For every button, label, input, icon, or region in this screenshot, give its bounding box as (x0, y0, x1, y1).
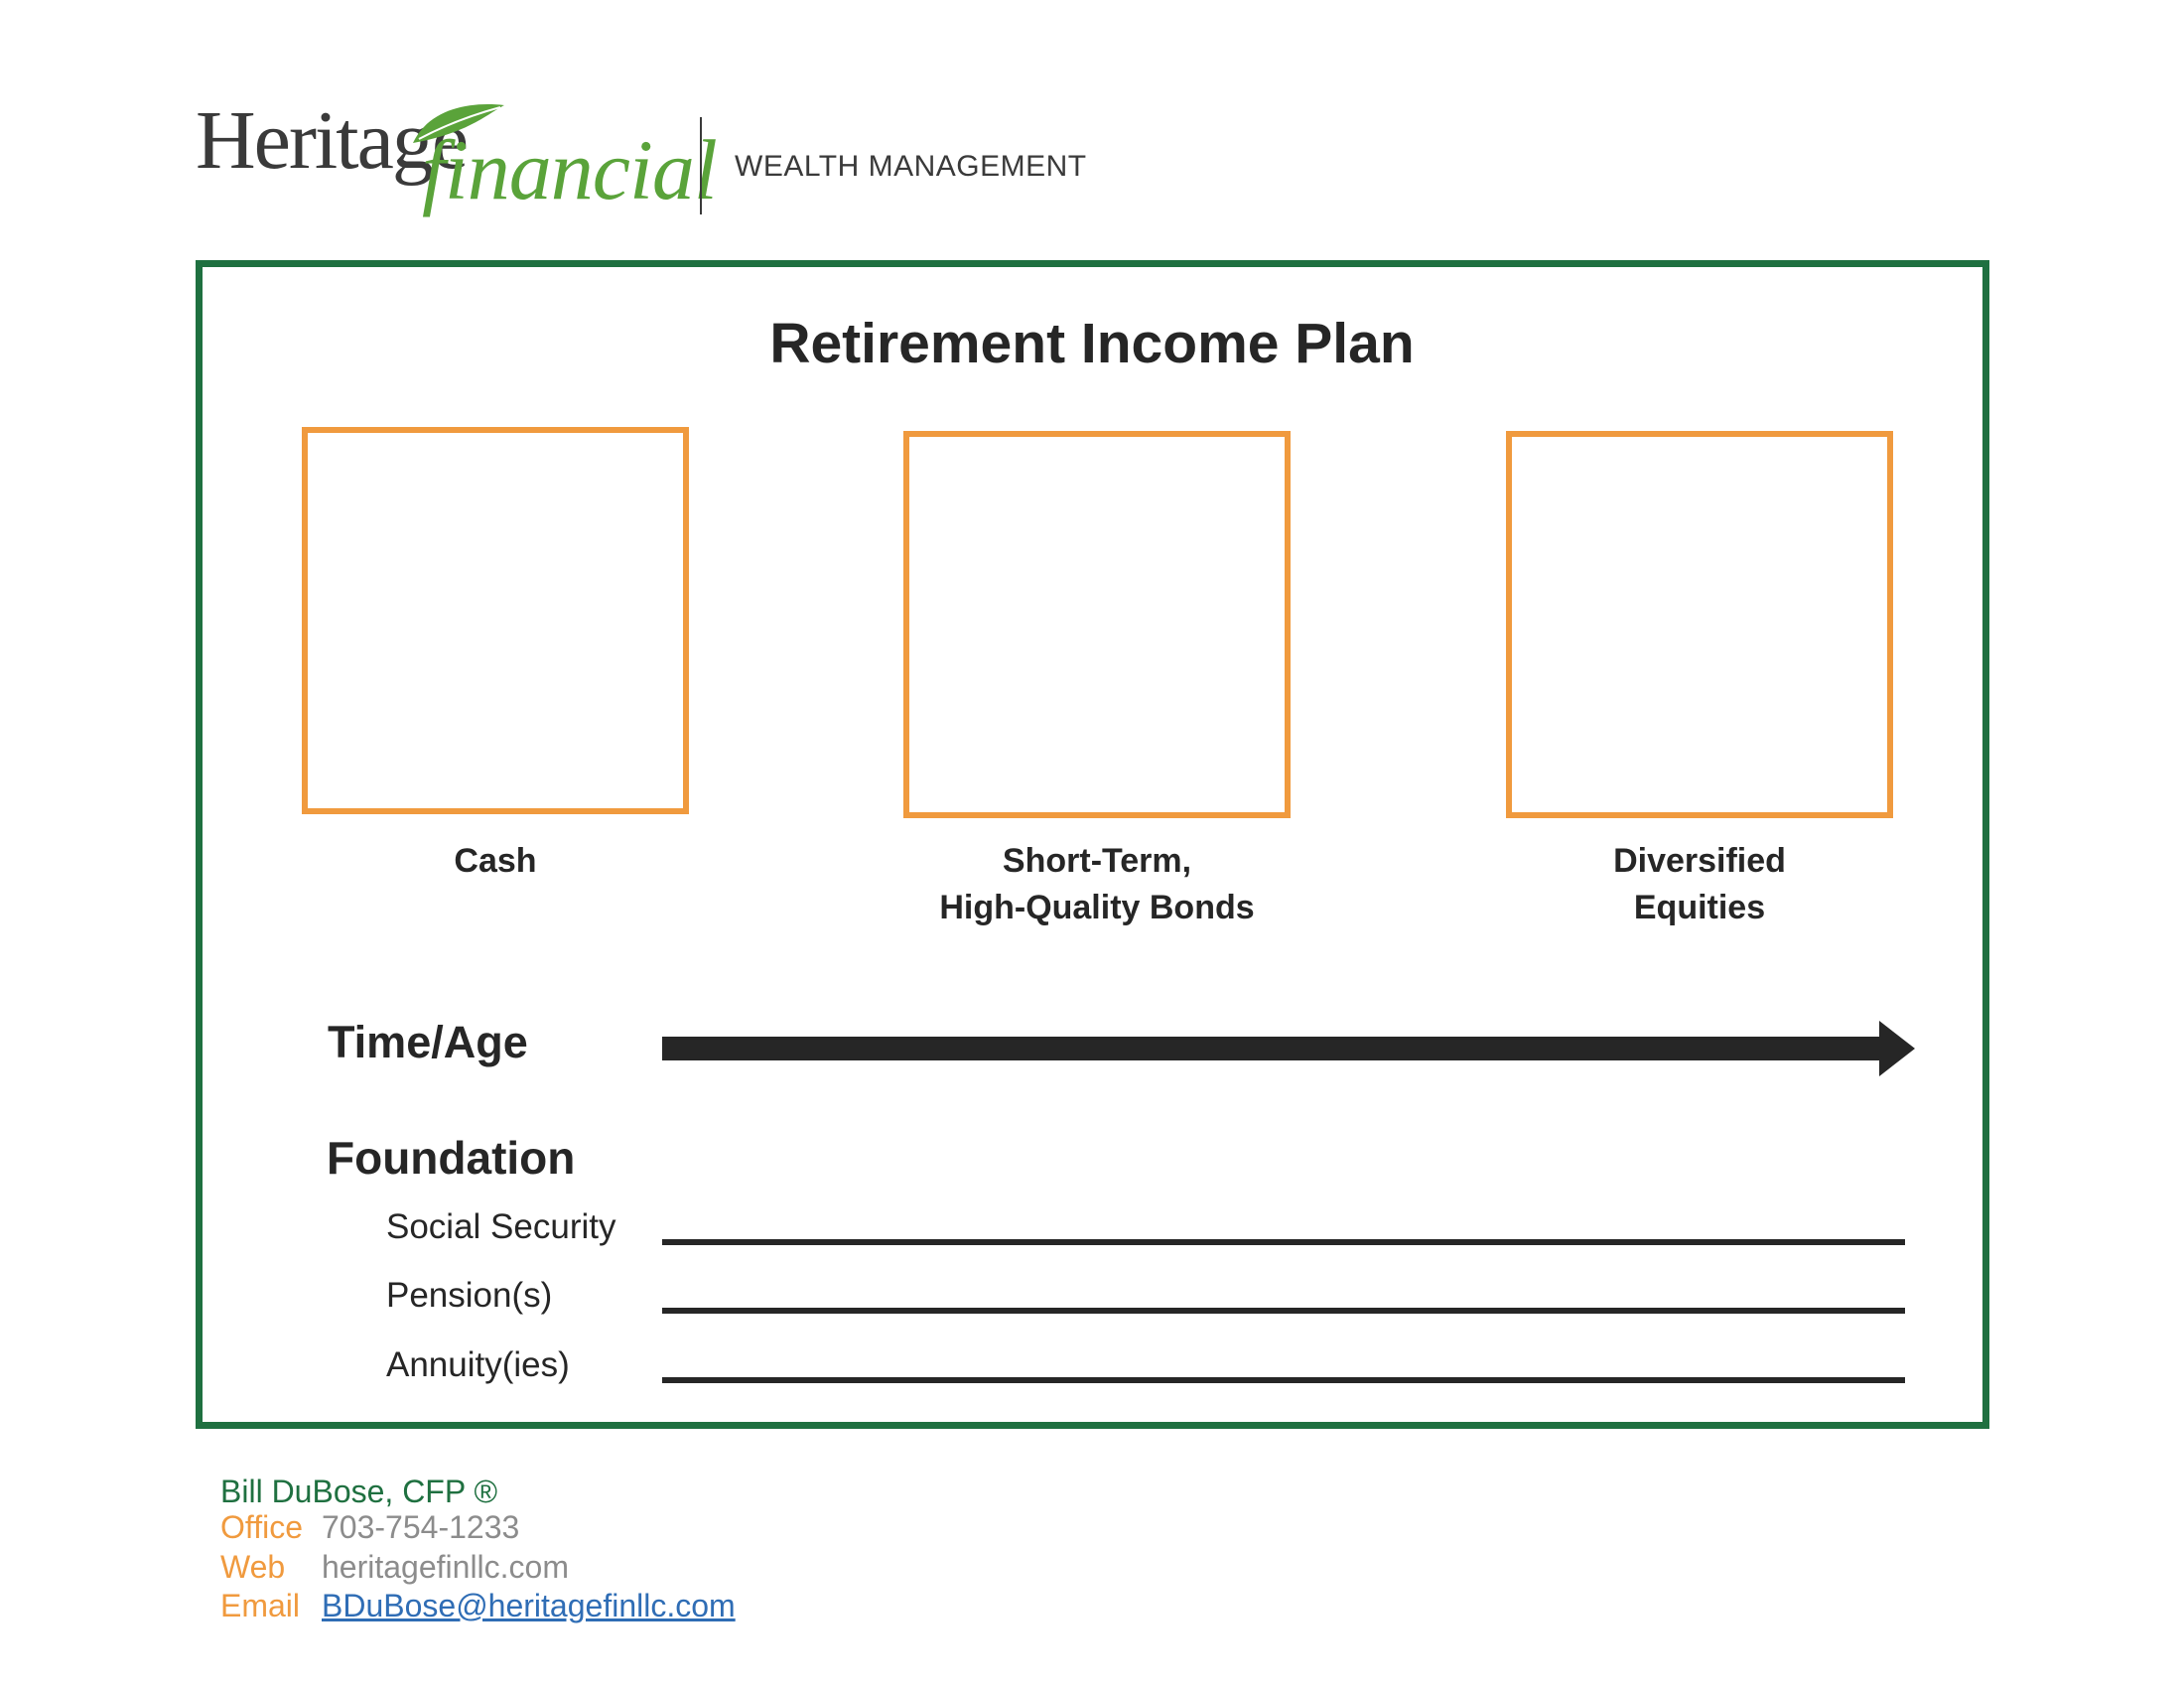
annuity-fill-line[interactable] (662, 1377, 1905, 1383)
office-phone: 703-754-1233 (322, 1509, 520, 1545)
office-row: Office 703-754-1233 (220, 1511, 519, 1543)
email-link[interactable]: BDuBose@heritagefinllc.com (322, 1588, 736, 1623)
advisor-name: Bill DuBose, CFP ® (220, 1474, 498, 1509)
annuity-label: Annuity(ies) (386, 1345, 570, 1384)
cash-bucket-label: Cash (247, 838, 744, 885)
bucket-label-line: Short-Term, (1002, 842, 1192, 880)
logo-financial-word: financial (422, 122, 718, 217)
social-security-fill-line[interactable] (662, 1239, 1905, 1245)
email-row: Email BDuBose@heritagefinllc.com (220, 1590, 736, 1621)
equities-bucket-label: Diversified Equities (1451, 838, 1948, 931)
bonds-bucket-box[interactable] (903, 431, 1291, 818)
foundation-heading: Foundation (327, 1132, 576, 1184)
office-label: Office (220, 1509, 303, 1545)
timeline-arrow-icon (662, 1021, 1915, 1076)
time-age-label: Time/Age (328, 1017, 528, 1067)
bucket-label-line: Cash (454, 842, 537, 880)
leaf-icon (413, 104, 504, 143)
bonds-bucket-label: Short-Term, High-Quality Bonds (849, 838, 1345, 931)
page-title: Retirement Income Plan (769, 312, 1415, 375)
bucket-label-line: Equities (1633, 889, 1766, 926)
web-label: Web (220, 1549, 286, 1585)
web-row: Web heritagefinllc.com (220, 1551, 569, 1583)
plan-frame (196, 260, 1989, 1429)
cash-bucket-box[interactable] (302, 427, 689, 814)
bucket-label-line: Diversified (1613, 842, 1786, 880)
email-label: Email (220, 1588, 301, 1623)
pension-fill-line[interactable] (662, 1308, 1905, 1314)
social-security-label: Social Security (386, 1207, 616, 1246)
web-address: heritagefinllc.com (322, 1549, 569, 1585)
bucket-label-line: High-Quality Bonds (939, 889, 1255, 926)
pension-label: Pension(s) (386, 1276, 553, 1315)
equities-bucket-box[interactable] (1506, 431, 1893, 818)
logo-tagline: WEALTH MANAGEMENT (735, 150, 1087, 183)
logo-divider (700, 117, 702, 214)
